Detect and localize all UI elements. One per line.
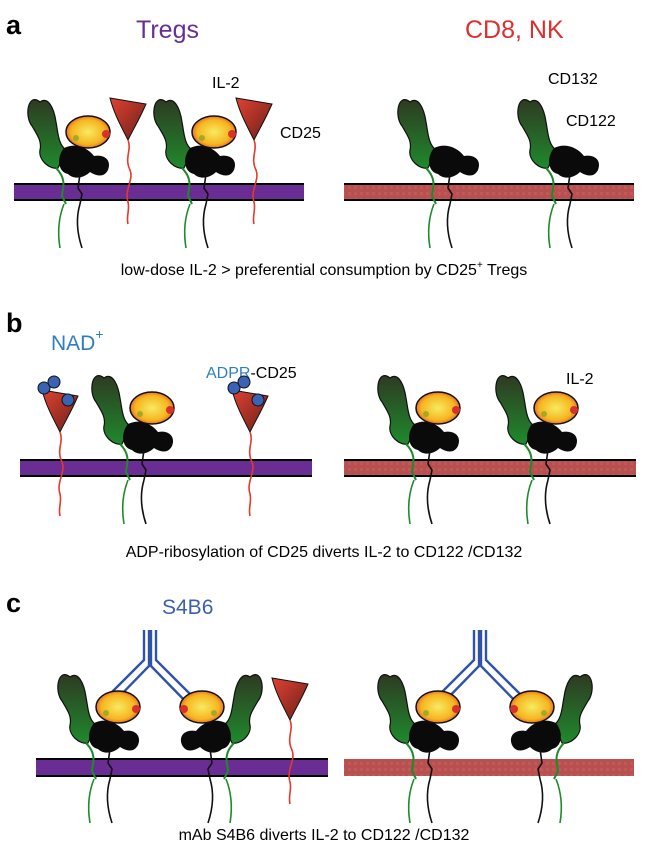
- il2-label-b: IL-2: [566, 371, 594, 388]
- cd25-receptor: [235, 97, 273, 225]
- cd122-label: CD122: [566, 113, 616, 130]
- receptor-complex-il2-mirrored: [179, 673, 264, 824]
- panel-letter-b: b: [6, 308, 23, 338]
- panel-letter-a: a: [6, 10, 22, 40]
- caption-b: ADP-ribosylation of CD25 diverts IL-2 to…: [126, 544, 523, 561]
- cd132-label: CD132: [548, 71, 598, 88]
- adpr-cd25-receptor: [227, 375, 269, 517]
- cd25-receptor: [271, 677, 309, 805]
- receptor-complex-il2: [376, 673, 461, 824]
- caption-c: mAb S4B6 diverts IL-2 to CD122 /CD132: [179, 827, 470, 844]
- receptor-complex-il2: [376, 374, 461, 525]
- cd8-membrane-c: [344, 759, 634, 776]
- nad-label: NAD+: [51, 326, 104, 355]
- receptor-complex-il2: [494, 374, 579, 525]
- adpr-cd25-label: ADPR-CD25: [206, 365, 297, 382]
- receptor-complex-il2: [26, 98, 111, 249]
- receptor-complex-il2: [56, 673, 141, 824]
- panel-letter-c: c: [6, 588, 21, 618]
- receptor-complex-il2: [90, 374, 175, 525]
- receptor-complex-empty: [396, 98, 481, 249]
- s4b6-label: S4B6: [162, 596, 213, 619]
- panel-b: b NAD+ ADPR-CD25 IL-2 ADP-ribosylation o…: [6, 308, 636, 561]
- panel-a: a Tregs CD8, NK IL-2 CD25 CD132 CD122 lo…: [6, 10, 634, 279]
- cd8-nk-title: CD8, NK: [465, 16, 564, 44]
- caption-a: low-dose IL-2 > preferential consumption…: [121, 260, 528, 279]
- receptor-complex-il2: [152, 98, 237, 249]
- cd25-label: CD25: [280, 125, 321, 142]
- cd8-membrane: [344, 184, 634, 200]
- treg-membrane-b: [20, 460, 312, 476]
- treg-membrane: [14, 184, 304, 200]
- treg-membrane-c: [36, 759, 328, 776]
- cd8-membrane-b: [344, 460, 636, 476]
- treg-title: Tregs: [136, 16, 199, 44]
- il2-label: IL-2: [212, 75, 240, 92]
- panel-c: c S4B6 mAb S4B6 diverts IL-2 to CD122 /C…: [6, 588, 634, 844]
- adpr-cd25-receptor: [37, 375, 79, 517]
- receptor-complex-il2-mirrored: [509, 673, 594, 824]
- cd25-receptor: [109, 97, 147, 225]
